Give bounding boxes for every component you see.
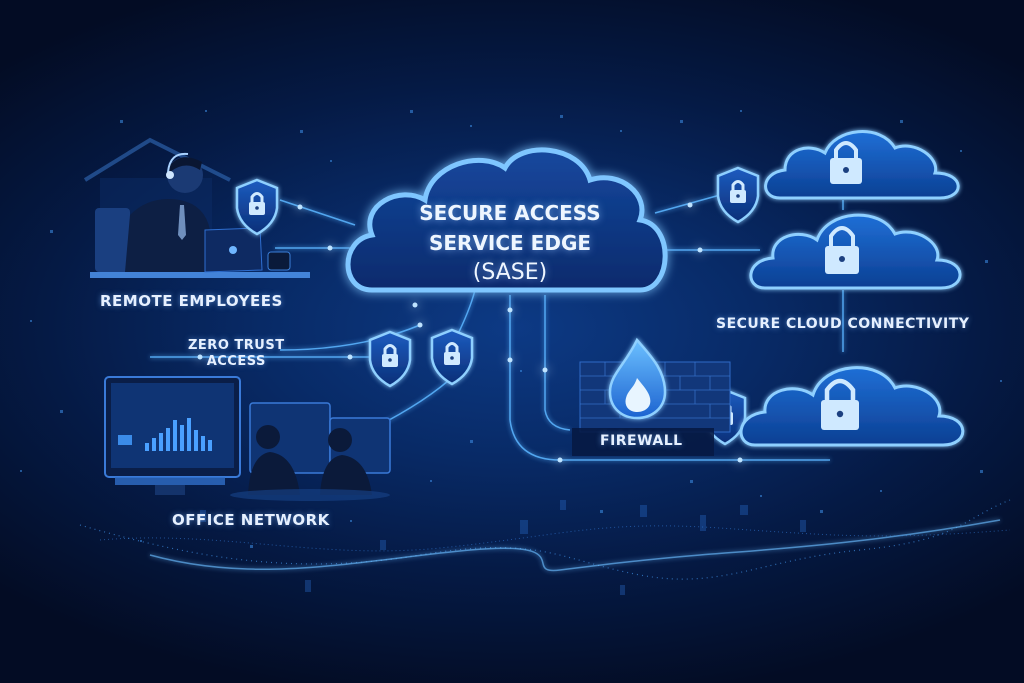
zero-trust-label-line2: ACCESS xyxy=(206,354,266,369)
firewall-label: FIREWALL xyxy=(600,433,683,449)
sase-title-line1: SECURE ACCESS xyxy=(419,201,601,225)
zero-trust-label: ZERO TRUST ACCESS xyxy=(188,338,285,370)
office-network-label: OFFICE NETWORK xyxy=(172,511,330,529)
sase-title-line2: SERVICE EDGE xyxy=(428,231,592,255)
sase-title: SECURE ACCESS SERVICE EDGE (SASE) xyxy=(390,198,630,288)
zero-trust-label-line1: ZERO TRUST xyxy=(188,338,285,353)
remote-employees-label: REMOTE EMPLOYEES xyxy=(100,292,283,310)
sase-title-line3: (SASE) xyxy=(472,260,548,285)
secure-cloud-connectivity-label: SECURE CLOUD CONNECTIVITY xyxy=(716,316,970,332)
